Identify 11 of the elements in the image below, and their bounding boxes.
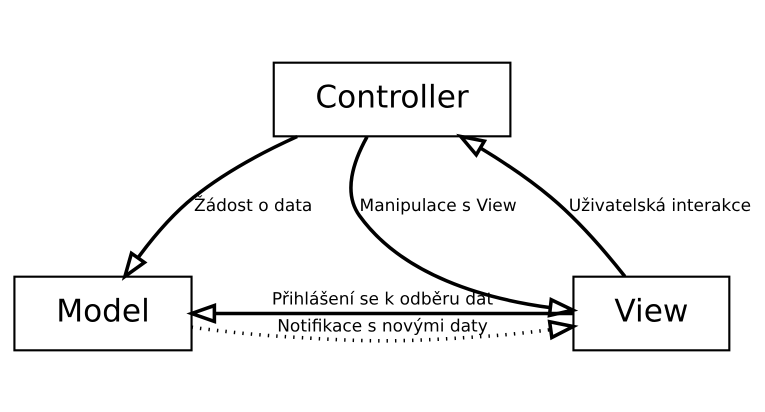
node-box: View bbox=[572, 275, 730, 351]
node-box: Controller bbox=[272, 61, 512, 137]
arrow bbox=[456, 133, 626, 277]
edge-label: Notifikace s novými daty bbox=[277, 316, 488, 336]
edge-label: Uživatelská interakce bbox=[568, 195, 752, 216]
arrow bbox=[191, 319, 579, 342]
edge-label: Žádost o data bbox=[194, 195, 312, 216]
arrow bbox=[122, 134, 298, 280]
node-box: Model bbox=[13, 275, 193, 351]
arrow bbox=[349, 136, 578, 318]
edge-label: Manipulace s View bbox=[360, 195, 517, 216]
